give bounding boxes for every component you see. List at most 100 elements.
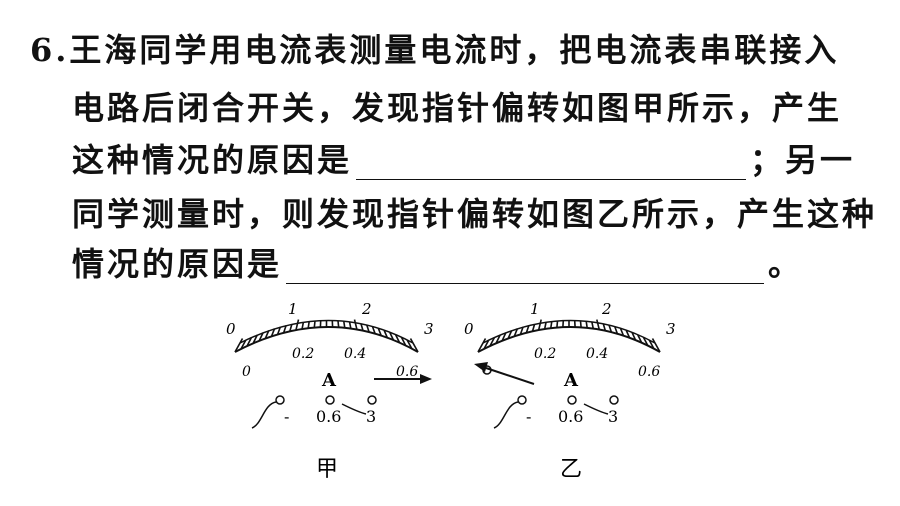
pointer-arrow-icon — [420, 374, 432, 384]
terminal-3-icon — [367, 395, 377, 405]
question-line-2: 电路后闭合开关，发现指针偏转如图甲所示，产生 — [72, 89, 843, 127]
terminal-label-3: 3 — [608, 407, 618, 426]
scale-tick — [537, 319, 542, 330]
scale-tick — [507, 330, 513, 339]
question-line-5: 情况的原因是 。 — [72, 244, 803, 284]
scale-tick — [383, 330, 389, 339]
terminal-minus-icon — [275, 395, 285, 405]
figure-caption-yi: 乙 — [560, 457, 582, 482]
scale-tick — [477, 338, 487, 353]
bottom-label-0.2: 0.2 — [292, 346, 314, 362]
scale-tick — [377, 328, 383, 337]
wire-right — [341, 403, 367, 415]
pointer-needle — [485, 367, 535, 385]
figure-caption-jia: 甲 — [316, 457, 338, 482]
wire-left — [251, 401, 277, 429]
scale-tick — [276, 326, 282, 335]
question-text-3a: 这种情况的原因是 — [72, 141, 353, 179]
scale-tick — [602, 323, 607, 332]
scale-arc-inner — [482, 319, 656, 344]
scale-ticks — [234, 319, 419, 353]
bottom-label-0.2: 0.2 — [534, 346, 556, 362]
scale-tick — [614, 326, 619, 335]
top-label-2: 2 — [601, 300, 612, 318]
scale-tick — [264, 330, 270, 339]
scale-tick — [519, 326, 524, 335]
scale-tick — [289, 323, 293, 332]
scale-tick — [556, 320, 559, 328]
scale-tick — [550, 321, 553, 329]
top-label-3: 3 — [424, 320, 434, 338]
question-line-1: 6.王海同学用电流表测量电流时，把电流表串联接入 — [30, 30, 839, 70]
scale-tick — [252, 334, 259, 344]
scale-tick — [579, 320, 582, 328]
scale-tick — [625, 330, 631, 339]
answer-blank-2[interactable] — [286, 251, 765, 284]
unit-label: A — [321, 370, 337, 391]
scale-tick — [313, 320, 316, 328]
scale-tick — [246, 337, 253, 347]
terminal-label-minus: - — [526, 407, 531, 426]
scale-arc-inner — [239, 319, 414, 344]
wire-left — [493, 401, 519, 429]
question-text-5a: 情况的原因是 — [72, 245, 283, 283]
terminal-0.6-icon — [325, 395, 335, 405]
question-text-5b: 。 — [768, 245, 804, 283]
question-line-4: 同学测量时，则发现指针偏转如图乙所示，产生这种 — [72, 195, 878, 233]
bottom-label-0.6: 0.6 — [396, 364, 418, 380]
scale-tick — [637, 334, 643, 344]
scale-tick — [531, 323, 536, 332]
scale-tick — [343, 321, 346, 329]
scale-tick — [619, 328, 625, 337]
answer-blank-1[interactable] — [356, 147, 747, 180]
scale-tick — [501, 332, 507, 341]
scale-tick — [513, 328, 519, 337]
scale-arc-outer — [477, 326, 661, 353]
terminal-label-3: 3 — [366, 407, 376, 426]
top-label-1: 1 — [530, 300, 540, 318]
scale-tick — [525, 325, 530, 333]
question-text-1: 王海同学用电流表测量电流时，把电流表串联接入 — [69, 31, 840, 69]
pointer-arrow-icon — [474, 362, 488, 372]
top-label-0: 0 — [464, 320, 474, 338]
terminal-label-minus: - — [284, 407, 289, 426]
scale-tick — [409, 338, 419, 353]
terminal-label-0.6: 0.6 — [316, 407, 341, 426]
scale-ticks — [477, 319, 661, 353]
scale-tick — [642, 337, 649, 347]
scale-tick — [608, 325, 613, 333]
scale-tick — [283, 325, 287, 333]
scale-tick — [389, 332, 395, 341]
question-line-3: 这种情况的原因是 ；另一 — [72, 140, 855, 180]
scale-tick — [337, 320, 340, 328]
pointer-pivot-icon — [482, 365, 492, 375]
wire-right — [583, 403, 609, 415]
unit-label: A — [563, 370, 579, 391]
scale-tick — [371, 326, 377, 335]
terminal-3-icon — [609, 395, 619, 405]
top-label-3: 3 — [666, 320, 676, 338]
scale-tick — [270, 328, 276, 337]
scale-tick — [301, 321, 305, 329]
scale-tick — [495, 334, 501, 344]
scale-tick — [234, 338, 244, 353]
bottom-label-0.4: 0.4 — [586, 346, 608, 362]
question-text-3b: ；另一 — [750, 141, 856, 179]
scale-tick — [651, 338, 661, 353]
top-label-2: 2 — [361, 300, 372, 318]
terminal-label-0.6: 0.6 — [558, 407, 583, 426]
scale-tick — [596, 319, 601, 330]
scale-tick — [394, 334, 401, 344]
scale-tick — [406, 339, 413, 350]
scale-tick — [489, 337, 496, 347]
scale-tick — [585, 321, 588, 329]
scale-tick — [295, 319, 300, 330]
terminal-0.6-icon — [567, 395, 577, 405]
scale-tick — [348, 321, 352, 329]
ammeter-jia: 0 1 2 3 0 0.2 0.4 0.6 A - 0.6 3 甲 — [226, 300, 434, 482]
scale-tick — [240, 339, 247, 350]
top-label-1: 1 — [288, 300, 298, 318]
terminal-minus-icon — [517, 395, 527, 405]
